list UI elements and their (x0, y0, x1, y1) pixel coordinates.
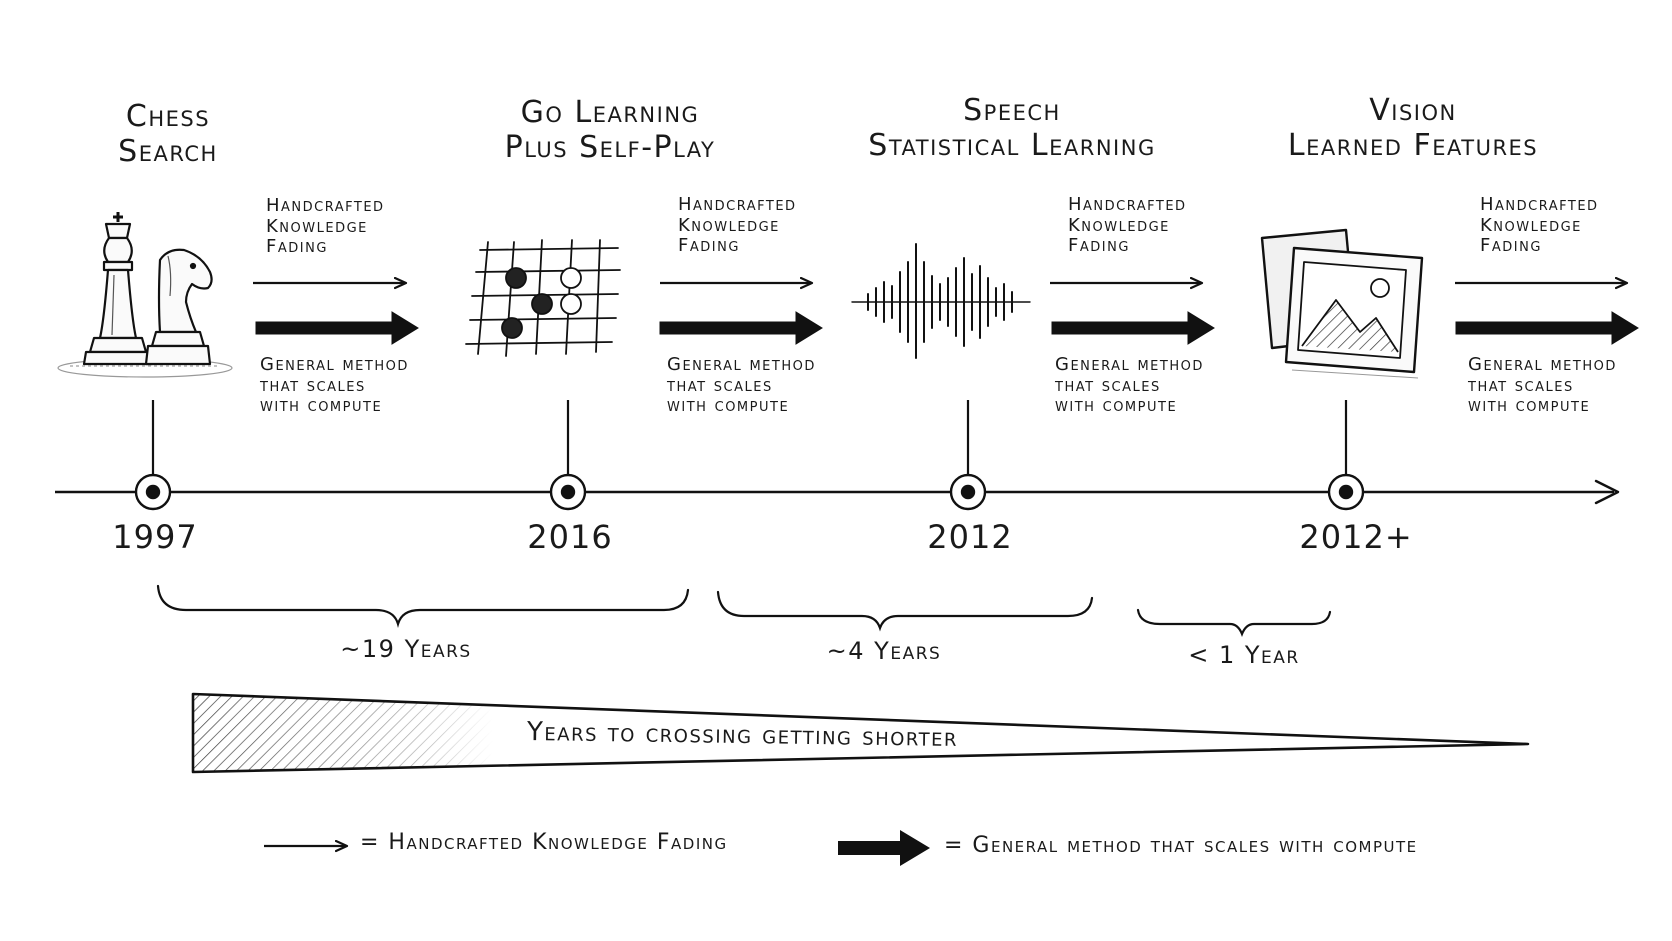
handcrafted-note: Handcrafted Knowledge Fading (1480, 194, 1599, 257)
note-line: Fading (1068, 235, 1130, 257)
note-line: Knowledge (1068, 214, 1170, 236)
note-line: General method (1055, 354, 1204, 375)
legend-thick-text: = General method that scales with comput… (944, 833, 1418, 858)
thick-arrow (659, 311, 823, 345)
era-method: Learned Features (1287, 127, 1539, 163)
general-method-note: General method that scales with compute (1055, 354, 1204, 417)
note-line: with compute (667, 395, 790, 417)
era-domain: Go Learning (520, 95, 700, 130)
note-line: Handcrafted (678, 194, 797, 215)
note-line: Handcrafted (266, 195, 385, 216)
gap-label-4-years: ~4 Years (826, 637, 942, 665)
era-method: Plus Self-Play (504, 129, 716, 165)
note-line: Handcrafted (1068, 194, 1187, 215)
note-line: Knowledge (1480, 214, 1582, 236)
note-line: that scales (260, 374, 366, 396)
thick-arrow (255, 311, 419, 345)
note-line: with compute (1055, 395, 1178, 417)
note-line: Knowledge (266, 215, 368, 237)
era-domain: Speech (963, 93, 1061, 128)
brace-4-years (716, 590, 1094, 632)
legend-thick-arrow-icon (838, 830, 930, 866)
gap-label-19-years: ~19 Years (340, 635, 472, 663)
handcrafted-note: Handcrafted Knowledge Fading (266, 195, 385, 258)
brace-1-year (1136, 608, 1332, 637)
photo-frame-icon (1260, 228, 1424, 379)
handcrafted-note: Handcrafted Knowledge Fading (1068, 194, 1187, 257)
note-line: Knowledge (678, 214, 780, 236)
era-heading-speech: Speech Statistical Learning (868, 93, 1156, 163)
shrinking-wedge (191, 692, 1530, 774)
note-line: Fading (266, 236, 328, 258)
legend-thin-text: = Handcrafted Knowledge Fading (360, 830, 728, 855)
timeline-axis (55, 479, 1620, 505)
note-line: that scales (1055, 374, 1161, 396)
timeline-markers (134, 473, 1365, 511)
go-board-icon (465, 239, 621, 357)
sound-wave-icon (851, 243, 1031, 359)
era-heading-vision: Vision Learned Features (1287, 93, 1539, 163)
year-label-2016: 2016 (527, 518, 613, 556)
era-domain: Vision (1369, 93, 1457, 128)
handcrafted-note: Handcrafted Knowledge Fading (678, 194, 797, 257)
year-label-2012-plus: 2012+ (1299, 518, 1413, 556)
general-method-note: General method that scales with compute (1468, 354, 1617, 417)
note-line: that scales (1468, 374, 1574, 396)
year-label-1997: 1997 (112, 518, 198, 556)
note-line: General method (260, 354, 409, 375)
era-heading-go: Go Learning Plus Self-Play (504, 95, 716, 165)
note-line: that scales (667, 374, 773, 396)
wedge-label: Years to crossing getting shorter (526, 716, 959, 754)
note-line: with compute (1468, 395, 1591, 417)
thick-arrow (1051, 311, 1215, 345)
note-line: General method (667, 354, 816, 375)
brace-19-years (156, 584, 690, 628)
note-line: Fading (1480, 235, 1542, 257)
transition-arrows (253, 283, 1639, 345)
year-label-2012: 2012 (927, 518, 1013, 556)
era-method: Search (118, 133, 218, 169)
gap-label-1-year: < 1 Year (1188, 641, 1300, 669)
general-method-note: General method that scales with compute (667, 354, 816, 417)
era-domain: Chess (125, 99, 211, 134)
general-method-note: General method that scales with compute (260, 354, 409, 417)
timeline-stems (151, 400, 1348, 474)
note-line: General method (1468, 354, 1617, 375)
note-line: with compute (260, 395, 383, 417)
thick-arrow (1455, 311, 1639, 345)
gap-braces (156, 584, 1332, 637)
note-line: Fading (678, 235, 740, 257)
era-heading-chess: Chess Search (118, 99, 218, 169)
note-line: Handcrafted (1480, 194, 1599, 215)
chess-pieces-icon (57, 212, 233, 378)
era-method: Statistical Learning (868, 127, 1156, 163)
